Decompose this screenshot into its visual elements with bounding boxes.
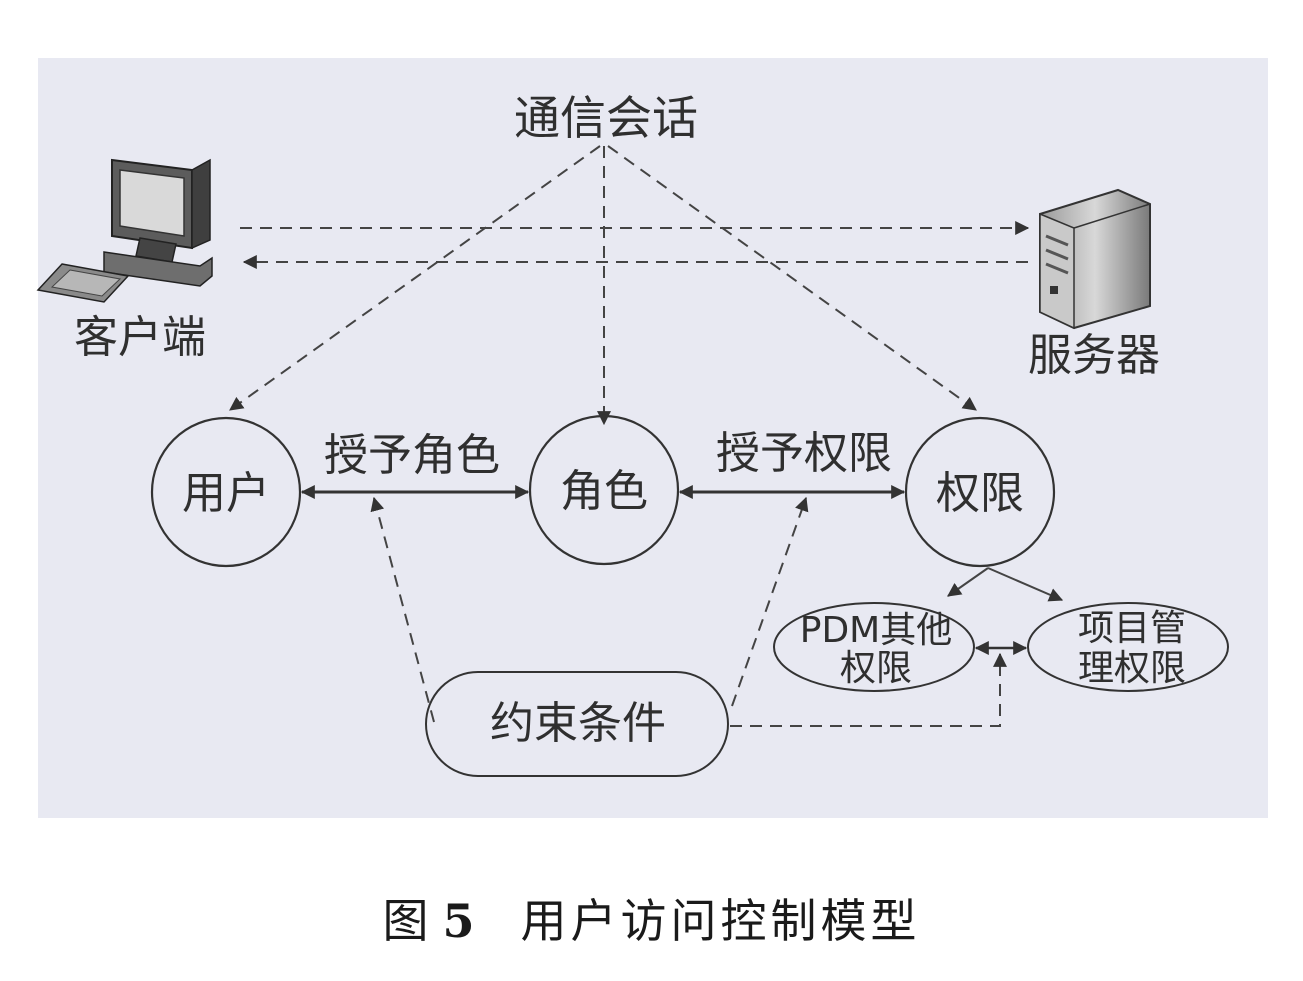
project-mgmt-line1: 项目管 xyxy=(1078,608,1186,649)
constraint-node: 约束条件 xyxy=(425,671,729,777)
server-label: 服务器 xyxy=(1028,330,1160,381)
session-to-user-arrow xyxy=(229,145,601,411)
assign-role-label: 授予角色 xyxy=(324,430,500,481)
permission-to-project-arrow xyxy=(987,567,1064,602)
access-control-diagram: 通信会话 客户端 服务器 用户 角色 权限 xyxy=(36,58,1268,818)
communication-session-label: 通信会话 xyxy=(514,91,698,145)
permission-to-pdm-arrow xyxy=(947,567,989,597)
role-node: 角色 xyxy=(528,414,680,566)
role-node-label: 角色 xyxy=(560,466,648,517)
diagram-background xyxy=(38,58,1268,818)
assign-permission-label: 授予权限 xyxy=(716,428,892,479)
pdm-other-line2: 权限 xyxy=(840,648,912,689)
project-management-permission-node: 项目管 理权限 xyxy=(1027,602,1229,692)
constraint-node-label: 约束条件 xyxy=(490,698,666,749)
server-icon xyxy=(1039,188,1151,330)
pdm-other-permission-node: PDM其他 权限 xyxy=(773,602,975,692)
client-label: 客户端 xyxy=(74,312,206,363)
figure-number: 5 xyxy=(442,894,479,948)
client-computer-icon xyxy=(36,158,213,303)
user-node-label: 用户 xyxy=(182,468,270,519)
permission-node: 权限 xyxy=(904,416,1056,568)
project-mgmt-line2: 理权限 xyxy=(1078,648,1186,689)
constraint-to-permission-link-arrow xyxy=(731,496,809,707)
pdm-other-line1: PDM其他 xyxy=(800,610,953,651)
user-node: 用户 xyxy=(150,416,302,568)
session-to-permission-arrow xyxy=(607,145,977,411)
permission-node-label: 权限 xyxy=(936,468,1024,519)
figure-title: 用户访问控制模型 xyxy=(520,894,921,948)
figure-prefix: 图 xyxy=(382,894,433,948)
constraint-to-subpermission-arrow xyxy=(730,652,1007,727)
